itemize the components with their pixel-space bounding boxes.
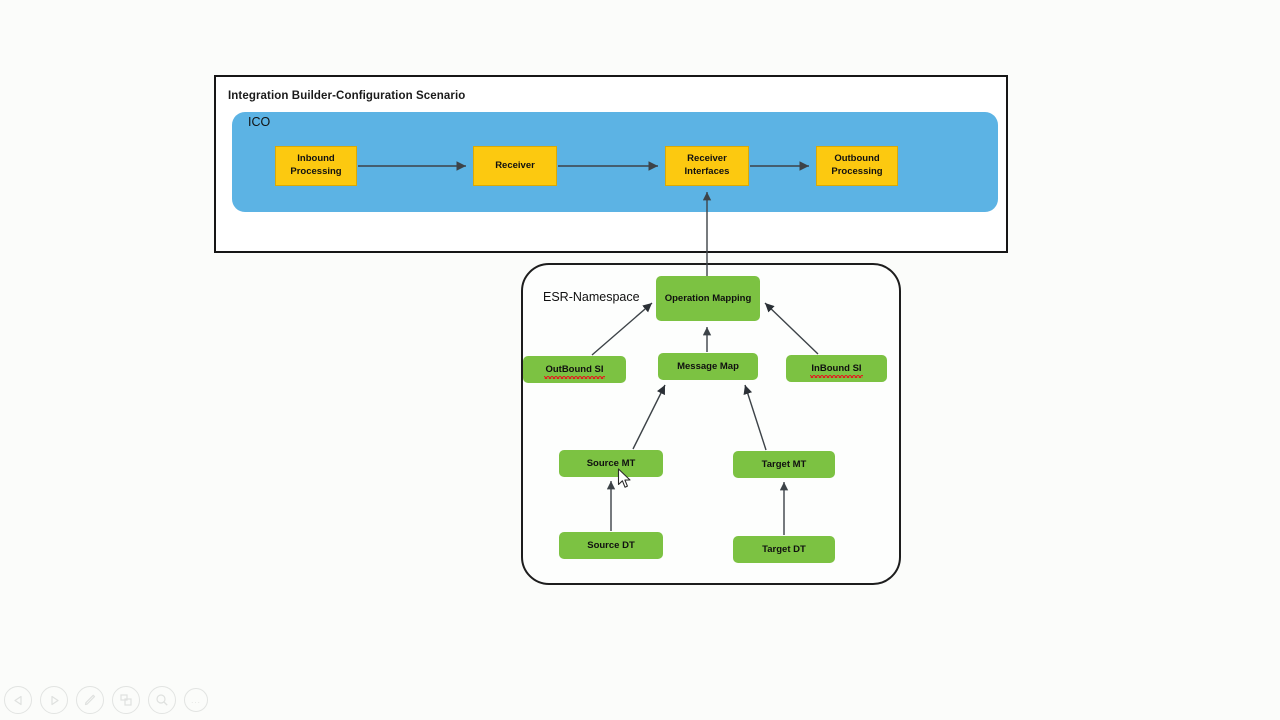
node-inbound-si-label: InBound SI [810, 363, 863, 378]
node-inbound-processing-line2: Processing [290, 166, 342, 177]
node-operation-mapping-label: Operation Mapping [664, 293, 752, 304]
more-button[interactable]: ... [184, 688, 208, 712]
previous-button[interactable] [4, 686, 32, 714]
bottom-toolbar: ... [0, 686, 220, 720]
node-inbound-processing[interactable]: Inbound Processing [275, 146, 357, 186]
esr-namespace-label: ESR-Namespace [543, 290, 640, 304]
node-target-mt[interactable]: Target MT [733, 451, 835, 478]
node-outbound-processing-line1: Outbound [834, 153, 880, 165]
node-inbound-processing-line1: Inbound [297, 153, 335, 165]
node-target-dt[interactable]: Target DT [733, 536, 835, 563]
node-outbound-si-label: OutBound SI [544, 364, 605, 379]
node-target-dt-label: Target DT [762, 544, 806, 555]
previous-triangle-icon [13, 695, 22, 705]
magnifier-icon [156, 694, 168, 706]
pen-button[interactable] [76, 686, 104, 714]
pages-icon [120, 694, 132, 706]
node-receiver-interfaces-line1: Receiver [687, 153, 727, 165]
node-receiver-interfaces-line2: Interfaces [684, 166, 730, 177]
node-target-mt-label: Target MT [761, 459, 807, 470]
node-outbound-si[interactable]: OutBound SI [523, 356, 626, 383]
ico-label: ICO [248, 115, 271, 129]
node-outbound-processing-line2: Processing [831, 166, 883, 177]
node-source-mt-label: Source MT [586, 458, 636, 469]
node-outbound-processing[interactable]: Outbound Processing [816, 146, 898, 186]
node-receiver-interfaces[interactable]: Receiver Interfaces [665, 146, 749, 186]
more-dots-icon: ... [191, 695, 201, 705]
node-message-map[interactable]: Message Map [658, 353, 758, 380]
next-button[interactable] [40, 686, 68, 714]
pages-button[interactable] [112, 686, 140, 714]
pen-icon [84, 694, 96, 706]
node-operation-mapping[interactable]: Operation Mapping [656, 276, 760, 321]
node-source-dt-label: Source DT [587, 540, 635, 551]
node-inbound-si[interactable]: InBound SI [786, 355, 887, 382]
node-receiver-label: Receiver [495, 159, 535, 171]
next-triangle-icon [50, 695, 59, 705]
node-source-mt[interactable]: Source MT [559, 450, 663, 477]
mouse-pointer-icon [617, 468, 631, 488]
node-source-dt[interactable]: Source DT [559, 532, 663, 559]
node-receiver[interactable]: Receiver [473, 146, 557, 186]
zoom-button[interactable] [148, 686, 176, 714]
page-title: Integration Builder-Configuration Scenar… [228, 90, 466, 102]
node-message-map-label: Message Map [677, 361, 739, 372]
